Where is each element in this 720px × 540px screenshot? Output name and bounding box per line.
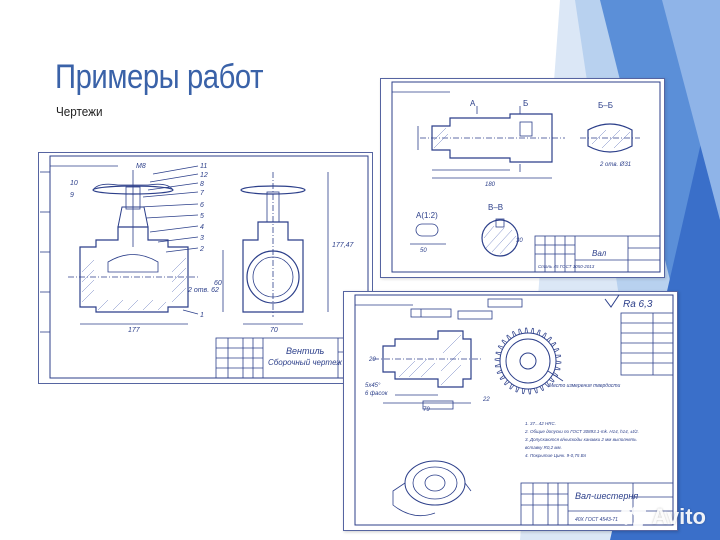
gear-tooth xyxy=(536,329,541,336)
valve-stamp-subtitle: Сборочный чертеж xyxy=(268,358,342,367)
avito-logo-icon xyxy=(620,504,647,530)
valve-callout: 11 xyxy=(200,163,207,170)
valve-callout: 10 xyxy=(70,180,78,187)
gear-tooth xyxy=(530,327,534,334)
gear-tooth xyxy=(506,334,512,341)
gear-roughness: Ra 6,3 xyxy=(623,299,653,310)
valve-drawing-lines: 11 12 8 7 6 5 4 3 2 1 10 9 177 70 177,47… xyxy=(38,152,373,384)
valve-dim: 60 xyxy=(214,280,222,287)
gear-tooth xyxy=(499,375,506,381)
gear-tooth xyxy=(515,386,520,393)
page-subtitle: Чертежи xyxy=(56,104,103,119)
gear-dim: 5х45° xyxy=(365,383,381,389)
gear-note: 2. Общие допуски по ГОСТ 30893.1-mk. H14… xyxy=(524,429,639,434)
valve-callout: 5 xyxy=(200,213,204,220)
gear-dim: 22 xyxy=(482,397,490,403)
gear-stamp-title: Вал-шестерня xyxy=(575,491,638,501)
shaft-section-bb: Б–Б xyxy=(598,101,613,110)
gear-note: 1. 37...42 HRC. xyxy=(525,421,556,426)
gear-tooth xyxy=(546,336,553,343)
valve-dim: 177 xyxy=(128,327,141,334)
valve-dim: 70 xyxy=(270,327,278,334)
gear-tooth xyxy=(494,363,501,368)
valve-stamp-title: Вентиль xyxy=(286,346,325,356)
valve-callout: 9 xyxy=(70,192,74,199)
valve-callout: 3 xyxy=(200,235,204,242)
gear-tooth xyxy=(511,330,517,337)
shaft-dim: 50 xyxy=(420,248,427,254)
shaft-stamp-material: Сталь 45 ГОСТ 1050-2013 xyxy=(538,264,595,269)
gear-tooth xyxy=(541,332,547,339)
shaft-section-b: Б xyxy=(523,99,528,108)
gear-tooth xyxy=(554,366,561,371)
gear-tooth xyxy=(548,377,555,383)
gear-tooth xyxy=(555,354,562,359)
gear-tooth xyxy=(495,351,502,356)
valve-callout: 8 xyxy=(200,181,204,188)
gear-tooth xyxy=(533,387,538,394)
gear-tooth xyxy=(555,360,562,364)
gear-note: 3. Допускаются в/ныскоды канавки 2 мм вы… xyxy=(525,437,637,442)
gear-tooth xyxy=(524,327,529,334)
gear-tooth xyxy=(509,383,515,390)
gear-shaft-drawing: Ra 6,3 1. 37...42 HRC. 2. Общие допуски … xyxy=(343,291,678,531)
gear-dim: 6 фасок xyxy=(365,391,389,397)
gear-tooth xyxy=(544,381,550,388)
avito-brand-text: Avito xyxy=(651,504,706,529)
valve-callout: 6 xyxy=(200,202,204,209)
gear-tooltip: Место измерения твердости xyxy=(549,383,621,389)
gear-tooth xyxy=(522,388,526,395)
gear-tooth xyxy=(496,369,503,374)
gear-shaft-drawing-lines: Ra 6,3 1. 37...42 HRC. 2. Общие допуски … xyxy=(343,291,678,531)
gear-note: 4. Покрытие Цинк. 9-0,75 Вл xyxy=(525,453,587,458)
shaft-stamp-title: Вал xyxy=(592,249,607,258)
shaft-section-a: А xyxy=(470,99,476,108)
gear-tooth xyxy=(553,348,560,353)
gear-tooth xyxy=(518,328,523,335)
gear-dim: 20 xyxy=(368,357,376,363)
shaft-drawing: А Б Б–Б А(1:2) В–В 180 50 30 2 отв. Ø31 … xyxy=(380,78,665,278)
gear-tooth xyxy=(550,341,557,347)
shaft-section-vv: В–В xyxy=(488,203,503,212)
gear-tooth xyxy=(527,388,532,395)
gear-dim: 79 xyxy=(423,407,430,413)
gear-stamp-material: 40Х ГОСТ 4543-71 xyxy=(575,517,618,523)
valve-callout: 1 xyxy=(200,312,204,319)
gear-tooth xyxy=(539,385,545,392)
gear-tooth xyxy=(494,358,501,362)
shaft-dim: 180 xyxy=(485,182,496,188)
valve-dim: M8 xyxy=(136,163,146,170)
shaft-detail-a: А(1:2) xyxy=(416,211,438,220)
valve-callout: 2 xyxy=(199,246,204,253)
valve-drawing: 11 12 8 7 6 5 4 3 2 1 10 9 177 70 177,47… xyxy=(38,152,373,384)
valve-dim: 2 отв. 62 xyxy=(187,287,219,294)
valve-dim: 177,47 xyxy=(332,242,355,249)
gear-tooth xyxy=(497,345,504,350)
shaft-dim: 2 отв. Ø31 xyxy=(599,162,631,168)
valve-callout: 4 xyxy=(200,224,204,231)
gear-tooth xyxy=(503,379,510,386)
shaft-drawing-lines: А Б Б–Б А(1:2) В–В 180 50 30 2 отв. Ø31 … xyxy=(380,78,665,278)
gear-tooth xyxy=(501,339,508,345)
shaft-dim: 30 xyxy=(516,238,523,244)
avito-watermark: Avito xyxy=(620,504,706,530)
valve-callout: 12 xyxy=(200,172,208,179)
page-title: Примеры работ xyxy=(55,58,264,96)
gear-note: вставку R0,2 мм. xyxy=(525,445,562,450)
valve-callout: 7 xyxy=(200,190,205,197)
